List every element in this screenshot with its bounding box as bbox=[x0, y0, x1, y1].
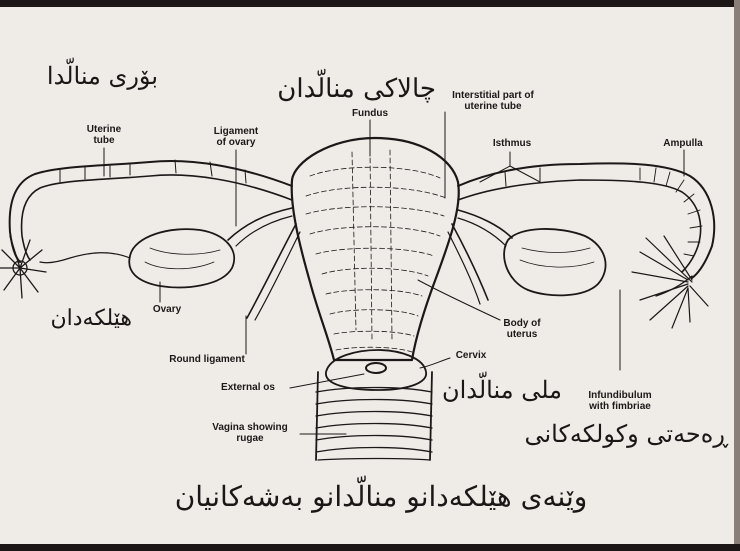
label-infundibulum-line2: with fimbriae bbox=[570, 401, 670, 412]
label-body-line1: Body of bbox=[492, 318, 552, 329]
left-fimbriae bbox=[0, 236, 46, 298]
left-ovarian-ligament bbox=[228, 208, 292, 240]
handwritten-cervix-label: ملی منالّدان bbox=[432, 376, 562, 404]
label-vagina: Vagina showing rugae bbox=[200, 422, 300, 444]
label-fundus: Fundus bbox=[340, 108, 400, 119]
right-uterine-tube-inner bbox=[458, 180, 701, 272]
label-round-ligament: Round ligament bbox=[152, 354, 262, 365]
label-ovary: Ovary bbox=[142, 304, 192, 315]
label-ampulla: Ampulla bbox=[648, 138, 718, 149]
cervix bbox=[326, 350, 426, 390]
left-uterine-tube-inner bbox=[22, 175, 292, 260]
label-interstitial-line1: Interstitial part of bbox=[428, 90, 558, 101]
label-ligament-of-ovary: Ligament of ovary bbox=[200, 126, 272, 148]
pointer-lines bbox=[104, 112, 684, 434]
label-cervix: Cervix bbox=[446, 350, 496, 361]
label-interstitial-part: Interstitial part of uterine tube bbox=[428, 90, 558, 112]
right-ovarian-ligament bbox=[458, 210, 512, 238]
label-body-line2: uterus bbox=[492, 329, 552, 340]
left-suspensory-strand bbox=[40, 253, 130, 263]
handwritten-ovary-label: هێلکەدان bbox=[0, 306, 132, 331]
label-uterine-tube: Uterine tube bbox=[74, 124, 134, 146]
left-ovary bbox=[129, 229, 234, 287]
label-infundibulum: Infundibulum with fimbriae bbox=[570, 390, 670, 412]
label-ligament-line2: of ovary bbox=[200, 137, 272, 148]
uterus-shading bbox=[306, 150, 446, 352]
handwritten-tube-label: بۆری منالّدا bbox=[0, 62, 158, 90]
label-isthmus: Isthmus bbox=[482, 138, 542, 149]
label-external-os: External os bbox=[208, 382, 288, 393]
right-round-ligament bbox=[452, 224, 488, 300]
label-uterine-tube-line2: tube bbox=[74, 135, 134, 146]
label-infundibulum-line1: Infundibulum bbox=[570, 390, 670, 401]
uterus-body bbox=[292, 138, 459, 360]
label-vagina-line1: Vagina showing bbox=[200, 422, 300, 433]
left-round-ligament bbox=[247, 224, 296, 318]
label-vagina-line2: rugae bbox=[200, 433, 300, 444]
right-ovary bbox=[504, 229, 606, 295]
handwritten-fimbriae-label: ڕەحەتی وکولکەکانی bbox=[478, 420, 728, 448]
external-os bbox=[366, 363, 386, 373]
label-ligament-line1: Ligament bbox=[200, 126, 272, 137]
label-uterine-tube-line1: Uterine bbox=[74, 124, 134, 135]
handwritten-uterus-label: چالاکی منالّدان bbox=[256, 74, 436, 104]
label-body-of-uterus: Body of uterus bbox=[492, 318, 552, 340]
label-interstitial-line2: uterine tube bbox=[428, 101, 558, 112]
vaginal-rugae bbox=[316, 388, 432, 461]
ampulla-shading bbox=[640, 168, 702, 256]
figure-caption: وێنەی هێلکەدانو منالّدانو بەشەکانیان bbox=[156, 480, 606, 513]
